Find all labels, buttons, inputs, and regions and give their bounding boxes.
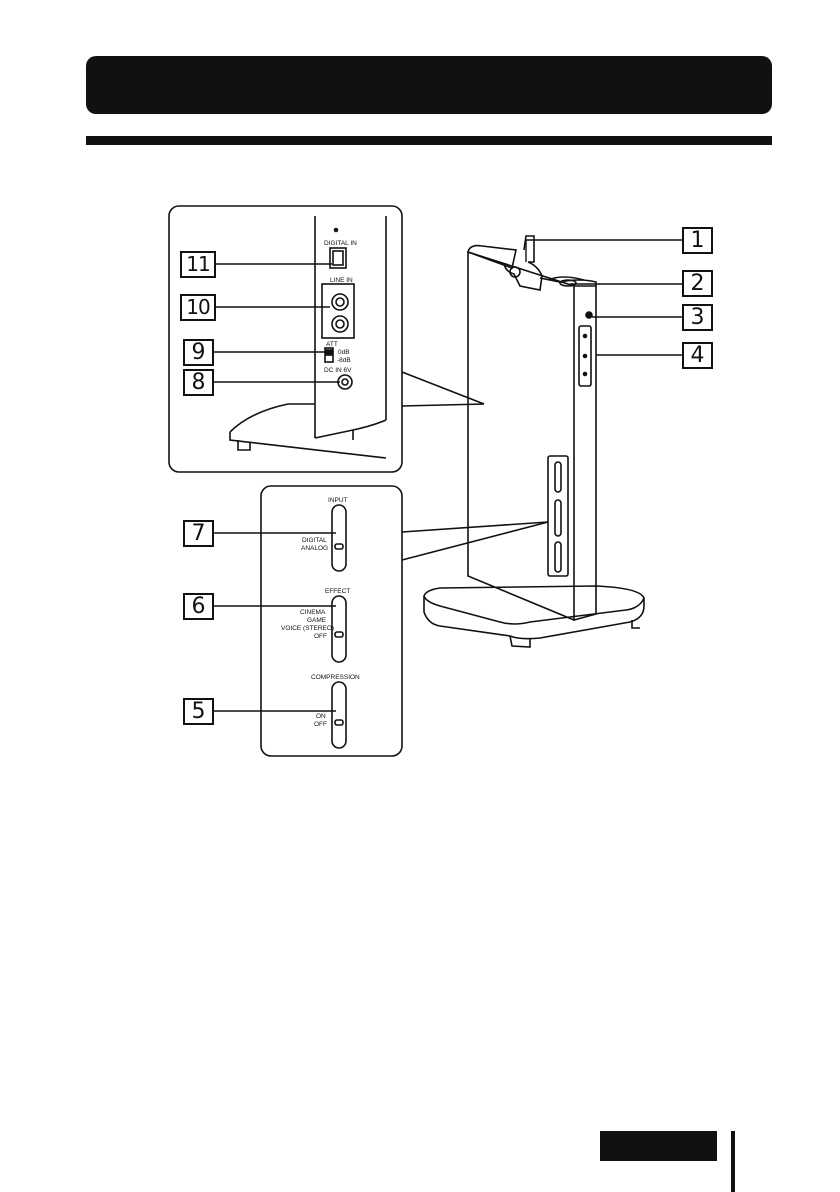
label-compression-off: OFF bbox=[314, 721, 327, 728]
label-effect-off: OFF bbox=[314, 633, 327, 640]
callout-5: 5 bbox=[183, 698, 214, 725]
callout-3: 3 bbox=[682, 304, 713, 331]
label-effect-cinema: CINEMA bbox=[300, 609, 326, 616]
rear-leader-lines bbox=[214, 264, 340, 382]
label-input: INPUT bbox=[328, 497, 348, 504]
side-panel-detail bbox=[261, 486, 548, 756]
callout-2: 2 bbox=[682, 270, 713, 297]
callout-7: 7 bbox=[183, 520, 214, 547]
callout-6: 6 bbox=[183, 593, 214, 620]
label-effect-game: GAME bbox=[307, 617, 327, 624]
label-effect-voice: VOICE (STEREO) bbox=[281, 625, 334, 632]
leader-lines bbox=[526, 240, 682, 355]
label-att: ATT bbox=[326, 341, 338, 348]
callout-4: 4 bbox=[682, 342, 713, 369]
callout-1: 1 bbox=[682, 227, 713, 254]
label-compression: COMPRESSION bbox=[311, 674, 360, 681]
callout-9: 9 bbox=[183, 339, 214, 366]
page-edge-line bbox=[731, 1131, 735, 1192]
label-att-minus8db: -8dB bbox=[337, 357, 351, 364]
stand-base bbox=[424, 586, 644, 647]
label-line-in: LINE IN bbox=[330, 277, 353, 284]
label-digital-in: DIGITAL IN bbox=[324, 240, 357, 247]
label-dc-in: DC IN 6V bbox=[324, 367, 352, 374]
page-tab bbox=[600, 1131, 717, 1161]
label-effect: EFFECT bbox=[325, 588, 350, 595]
callout-11: 11 bbox=[180, 251, 216, 278]
callout-10: 10 bbox=[180, 294, 216, 321]
label-input-analog: ANALOG bbox=[301, 545, 328, 552]
callout-8: 8 bbox=[183, 369, 214, 396]
label-att-0db: 0dB bbox=[338, 349, 350, 356]
main-unit-tower bbox=[468, 236, 596, 620]
label-input-digital: DIGITAL bbox=[302, 537, 327, 544]
label-compression-on: ON bbox=[316, 713, 326, 720]
